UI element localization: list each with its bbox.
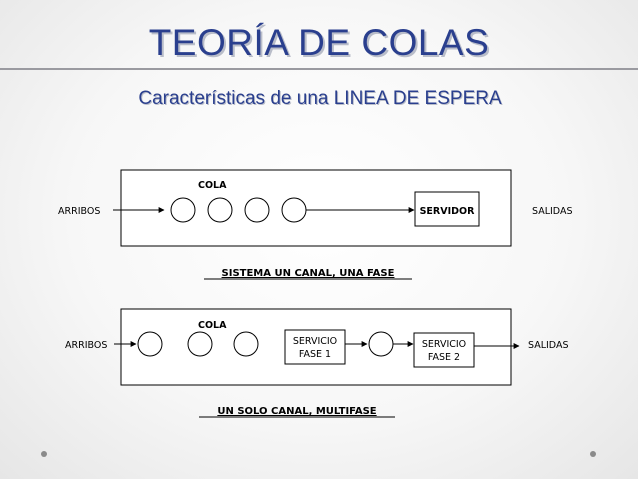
service-phase-1-box (284, 329, 346, 365)
queue-label: COLA (198, 180, 227, 191)
title-divider (0, 68, 638, 70)
departures-label: SALIDAS (528, 340, 568, 351)
queue-customer-circle (170, 197, 196, 223)
service-phase-1-label: SERVICIO (293, 336, 337, 347)
diagram-single-channel-single-phase: COLA ARRIBOS SERVIDOR SALIDAS SISTEMA UN… (58, 169, 572, 280)
queue-customer-circle (281, 197, 307, 223)
corner-dot-decoration (590, 451, 596, 457)
service-phase-2-box (413, 332, 475, 368)
queue-customer-circle (368, 331, 394, 357)
slide-subtitle: Características de una LINEA DE ESPERA (138, 88, 502, 109)
diagram-caption: SISTEMA UN CANAL, UNA FASE (222, 268, 395, 279)
queue-label: COLA (198, 320, 227, 331)
service-phase-1-sublabel: FASE 1 (299, 349, 331, 360)
queue-customer-circle (207, 197, 233, 223)
server-box (414, 191, 480, 227)
arrivals-label: ARRIBOS (65, 340, 107, 351)
server-label: SERVIDOR (420, 206, 475, 217)
service-phase-2-label: SERVICIO (422, 339, 466, 350)
queue-customer-circle (137, 331, 163, 357)
queue-customer-circle (244, 197, 270, 223)
diagram-single-channel-multiphase: COLA ARRIBOS SERVICIO FASE 1 SERVICIO FA… (65, 308, 568, 418)
queue-customer-circle (233, 331, 259, 357)
departures-label: SALIDAS (532, 206, 572, 217)
service-phase-2-sublabel: FASE 2 (428, 352, 460, 363)
queue-customer-circle (187, 331, 213, 357)
slide-title: TEORÍA DE COLAS (148, 22, 490, 63)
corner-dot-decoration (41, 451, 47, 457)
diagram-caption: UN SOLO CANAL, MULTIFASE (217, 406, 376, 417)
arrivals-label: ARRIBOS (58, 206, 100, 217)
